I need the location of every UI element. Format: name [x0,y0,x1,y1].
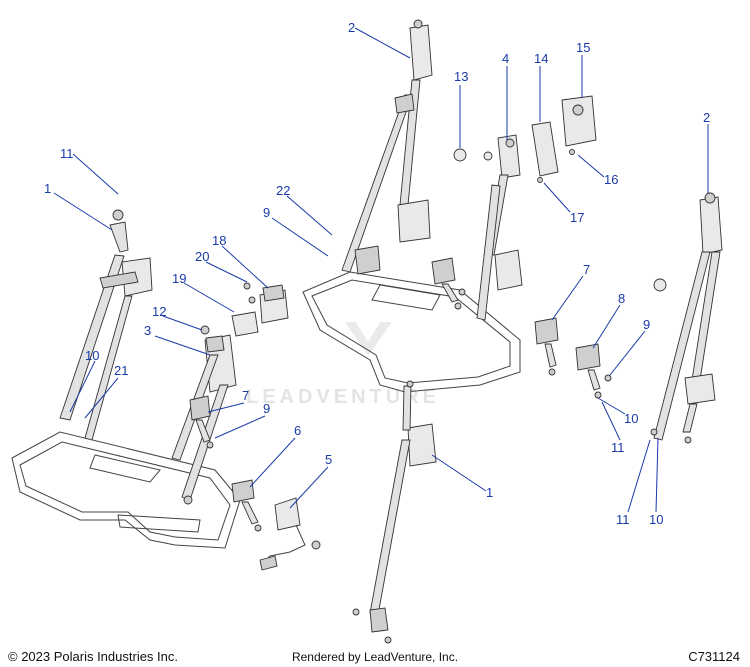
left-seat-frame [11,431,241,549]
callout-1: 1 [44,181,51,196]
callout-15: 15 [576,40,590,55]
watermark-logo: LEADVENTURE [246,322,440,408]
callout-13: 13 [454,69,468,84]
callout-20: 20 [195,249,209,264]
callout-7: 7 [242,388,249,403]
lap-belt-5 [259,497,321,571]
center-seat-frame [302,271,521,393]
seat-belt-assembly-1-lower [352,380,437,644]
callout-6: 6 [294,423,301,438]
callout-18: 18 [212,233,226,248]
callout-17: 17 [570,210,584,225]
seat-belt-assembly-2-right [650,192,723,444]
callout-22: 22 [276,183,290,198]
callout-9-left: 9 [263,401,270,416]
callout-3: 3 [144,323,151,338]
callout-10-center: 10 [624,411,638,426]
buckle-8 [575,343,612,399]
callout-5: 5 [325,452,332,467]
callout-11: 11 [60,146,74,161]
callout-2: 2 [348,20,355,35]
seat-belt-assembly-4 [476,134,523,321]
buckle-7-left [189,395,214,449]
callout-19: 19 [172,271,186,286]
leader-lines [53,27,709,513]
callout-11-right: 11 [616,512,630,527]
callout-16: 16 [604,172,618,187]
callout-8: 8 [618,291,625,306]
callout-21: 21 [114,363,128,378]
buckle-6 [231,479,262,532]
callout-10: 10 [85,348,99,363]
copyright-text: © 2023 Polaris Industries Inc. [8,649,178,664]
seat-belt-assembly-3 [171,334,237,505]
callout-9: 9 [263,205,270,220]
callout-12: 12 [152,304,166,319]
mounting-plates [453,95,597,183]
watermark-text: LEADVENTURE [246,386,440,408]
rendered-by-text: Rendered by LeadVenture, Inc. [291,650,459,664]
callout-9-right: 9 [643,317,650,332]
buckle-7-right [534,317,559,376]
callout-labels: 11 1 2 13 4 14 15 16 17 2 22 9 18 20 19 … [44,20,710,527]
seat-belt-assembly-2-center [341,19,433,275]
callout-10-right: 10 [649,512,663,527]
shoulder-bracket-assembly [200,282,289,337]
callout-2-right: 2 [703,110,710,125]
callout-14: 14 [534,51,548,66]
diagram-code: C731124 [688,649,740,664]
callout-7-right: 7 [583,262,590,277]
buckle-center [431,257,466,310]
seat-belt-assembly-left [59,209,153,441]
callout-1-lower: 1 [486,485,493,500]
callout-11-center: 11 [611,440,625,455]
callout-4: 4 [502,51,509,66]
